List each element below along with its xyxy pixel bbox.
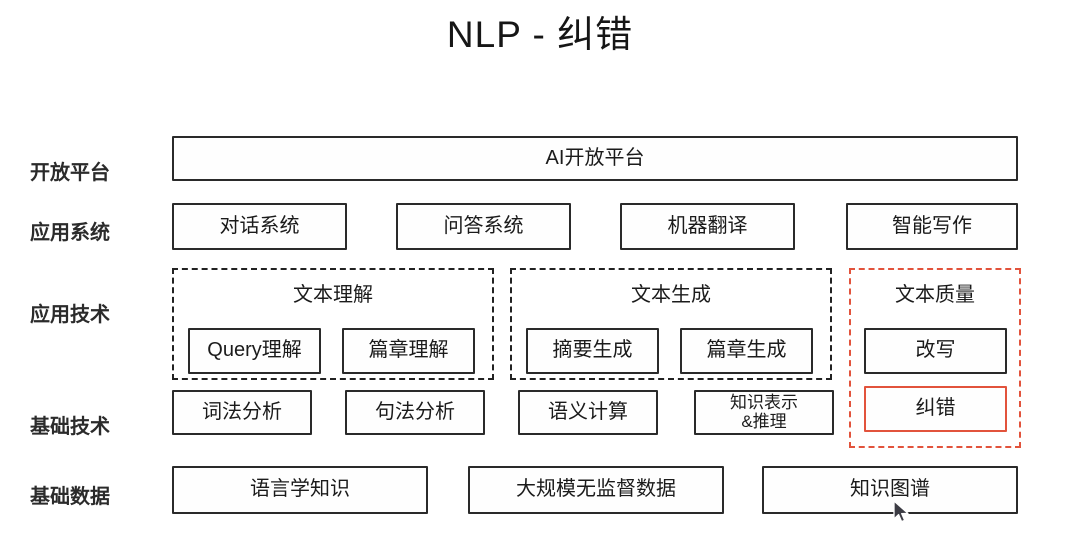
box-knowledge-representation-reasoning[interactable]: 知识表示 &推理 [694, 390, 834, 435]
row-label-basic-data: 基础数据 [30, 486, 110, 508]
group-text-quality: 文本质量 [849, 268, 1021, 448]
group-title-text-generation: 文本生成 [631, 284, 711, 306]
box-ai-open-platform[interactable]: AI开放平台 [172, 136, 1018, 181]
row-label-open-platform: 开放平台 [30, 162, 110, 184]
row-label-application-technology: 应用技术 [30, 304, 110, 326]
box-knowledge-graph[interactable]: 知识图谱 [762, 466, 1018, 514]
box-rewriting[interactable]: 改写 [864, 328, 1007, 374]
group-title-text-quality: 文本质量 [895, 284, 975, 306]
row-label-application-system: 应用系统 [30, 222, 110, 244]
box-syntactic-analysis[interactable]: 句法分析 [345, 390, 485, 435]
box-machine-translation[interactable]: 机器翻译 [620, 203, 795, 250]
group-text-understanding: 文本理解 [172, 268, 494, 380]
box-document-generation[interactable]: 篇章生成 [680, 328, 813, 374]
box-semantic-computing[interactable]: 语义计算 [518, 390, 658, 435]
box-dialogue-system[interactable]: 对话系统 [172, 203, 347, 250]
box-intelligent-writing[interactable]: 智能写作 [846, 203, 1018, 250]
box-error-correction[interactable]: 纠错 [864, 386, 1007, 432]
box-lexical-analysis[interactable]: 词法分析 [172, 390, 312, 435]
box-qa-system[interactable]: 问答系统 [396, 203, 571, 250]
group-text-generation: 文本生成 [510, 268, 832, 380]
box-summary-generation[interactable]: 摘要生成 [526, 328, 659, 374]
row-label-basic-technology: 基础技术 [30, 416, 110, 438]
box-query-understanding[interactable]: Query理解 [188, 328, 321, 374]
page-title: NLP - 纠错 [446, 14, 634, 55]
box-linguistic-knowledge[interactable]: 语言学知识 [172, 466, 428, 514]
box-document-understanding[interactable]: 篇章理解 [342, 328, 475, 374]
box-large-scale-unsupervised-data[interactable]: 大规模无监督数据 [468, 466, 724, 514]
group-title-text-understanding: 文本理解 [293, 284, 373, 306]
